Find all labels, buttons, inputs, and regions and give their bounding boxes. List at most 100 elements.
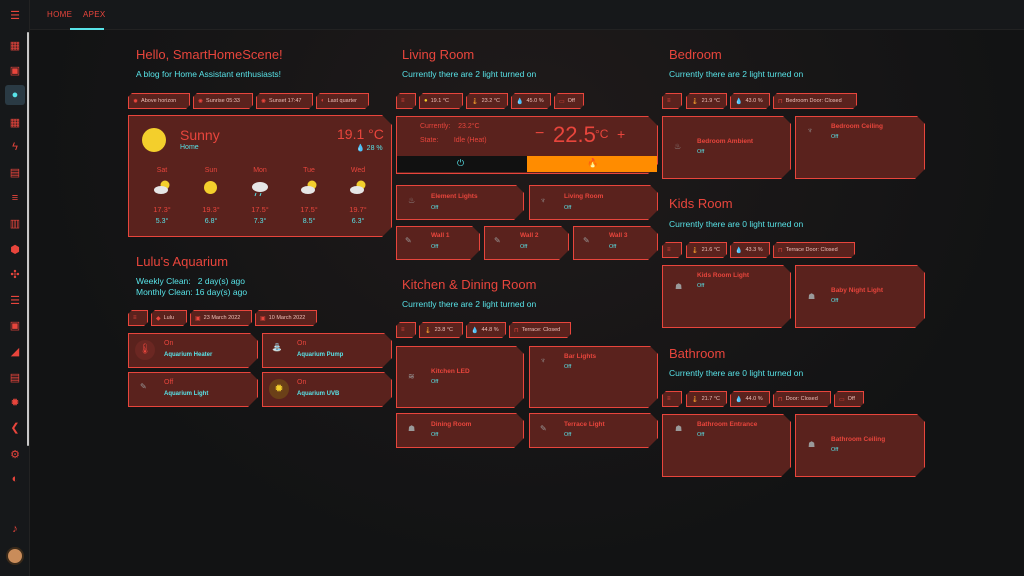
- bell-icon[interactable]: ♪: [12, 523, 18, 535]
- chip-menu[interactable]: ≡: [662, 93, 682, 109]
- fire-icon: 🔥: [587, 158, 599, 168]
- tile-state: Off: [431, 432, 439, 438]
- weather-card[interactable]: [128, 115, 392, 237]
- dashboard-icon[interactable]: ▦: [9, 39, 21, 52]
- mushroom-icon[interactable]: ●: [5, 85, 25, 105]
- light-tile[interactable]: [529, 346, 658, 408]
- id-card-icon[interactable]: ▤: [9, 166, 21, 179]
- aquarium-pump-tile[interactable]: [262, 333, 392, 368]
- chip-menu[interactable]: ≡: [662, 391, 682, 407]
- kitchen-subtitle: Currently there are 2 light turned on: [402, 299, 537, 309]
- living-title: Living Room: [402, 47, 475, 62]
- server-icon[interactable]: ☰: [10, 294, 20, 307]
- chip-fan[interactable]: ▭Off: [834, 391, 864, 407]
- forecast-low: 6.8°: [204, 218, 218, 225]
- chart-icon[interactable]: ▥: [9, 217, 21, 230]
- aquarium-light-tile[interactable]: [128, 372, 258, 407]
- light-tile[interactable]: [484, 226, 569, 260]
- chip-door[interactable]: ⊓Bedroom Door: Closed: [773, 93, 857, 109]
- chip-temperature[interactable]: 🌡21.9 °C: [686, 93, 727, 109]
- tab-home[interactable]: HOME: [47, 10, 73, 19]
- chip-humidity[interactable]: 💧44.8 %: [466, 322, 506, 338]
- monitor-icon[interactable]: ▣: [9, 64, 21, 77]
- sunrise-icon: ✺: [198, 98, 204, 105]
- chip-date[interactable]: ▣10 March 2022: [255, 310, 317, 326]
- light-tile[interactable]: [662, 116, 791, 179]
- kitchen-title: Kitchen & Dining Room: [402, 277, 537, 292]
- energy-icon[interactable]: ϟ: [12, 141, 18, 153]
- setpoint-decrease-button[interactable]: −: [535, 125, 545, 142]
- tile-state: Off: [697, 432, 705, 438]
- chip-temperature[interactable]: 🌡23.2 °C: [466, 93, 508, 109]
- calendar-icon: ▣: [195, 315, 201, 322]
- thermostat-state: State: Idle (Heat): [420, 137, 487, 144]
- chip-fish[interactable]: ◆Lulu: [151, 310, 187, 326]
- chip-humidity[interactable]: 💧45.0 %: [511, 93, 551, 109]
- setpoint-increase-button[interactable]: +: [617, 126, 626, 142]
- menu-icon: ≡: [401, 327, 405, 333]
- chip-date[interactable]: ▣23 March 2022: [190, 310, 252, 326]
- forecast-low: 5.3°: [155, 218, 169, 225]
- tile-name: Wall 3: [609, 232, 628, 239]
- light-tile[interactable]: [662, 265, 791, 328]
- chip-menu[interactable]: ≡: [396, 93, 416, 109]
- light-tile[interactable]: [529, 185, 658, 220]
- settings-icon[interactable]: ✹: [10, 396, 20, 409]
- chip-door[interactable]: ⊓Terrace Door: Closed: [773, 242, 855, 258]
- compass-icon[interactable]: ◐: [11, 473, 19, 485]
- chip-door[interactable]: ⊓Door: Closed: [773, 391, 831, 407]
- chip-menu[interactable]: ≡: [662, 242, 682, 258]
- light-tile[interactable]: [529, 413, 658, 448]
- light-tile[interactable]: [396, 185, 524, 220]
- avatar[interactable]: [6, 547, 24, 565]
- gear-icon[interactable]: ⚙: [10, 448, 20, 461]
- tile-state: Off: [564, 205, 572, 211]
- chip-temperature[interactable]: 🌡23.8 °C: [419, 322, 463, 338]
- chip-sunrise[interactable]: ✺Sunrise 05:33: [193, 93, 253, 109]
- grid-icon[interactable]: ▦: [9, 116, 21, 129]
- chip-door[interactable]: ⊓Terrace: Closed: [509, 322, 571, 338]
- chip-menu[interactable]: ≡: [128, 310, 148, 326]
- sidebar-scrollbar[interactable]: [27, 32, 29, 446]
- chip-humidity[interactable]: 💧44.0 %: [730, 391, 770, 407]
- analytics-icon[interactable]: ◢: [10, 345, 20, 358]
- light-tile[interactable]: [573, 226, 658, 260]
- light-tile[interactable]: [396, 226, 480, 260]
- tile-state: Off: [520, 244, 528, 250]
- network-icon[interactable]: ✣: [10, 268, 20, 281]
- weather-condition: Sunny: [180, 127, 220, 143]
- light-tile[interactable]: [396, 346, 524, 408]
- heat-mode-button[interactable]: 🔥: [527, 156, 657, 172]
- menu-icon: ≡: [133, 315, 137, 321]
- power-icon: ⏻: [457, 158, 465, 168]
- weekly-clean: Weekly Clean: 2 day(s) ago: [136, 276, 245, 286]
- tab-apex[interactable]: APEX: [83, 10, 106, 19]
- shield-icon[interactable]: ⬢: [10, 243, 20, 256]
- chip-moon[interactable]: ◐Last quarter: [316, 93, 369, 109]
- pump-icon: ⛲: [272, 343, 282, 352]
- light-tile[interactable]: [795, 414, 925, 477]
- cloud-icon[interactable]: ▤: [9, 371, 21, 384]
- list-icon[interactable]: ≡: [11, 192, 19, 204]
- menu-icon[interactable]: ☰: [10, 9, 20, 22]
- chip-temperature[interactable]: ●19.1 °C: [419, 93, 463, 109]
- power-off-button[interactable]: ⏻: [397, 156, 527, 172]
- calendar-icon[interactable]: ▣: [9, 319, 21, 332]
- tile-name: Wall 2: [520, 232, 539, 239]
- partly-cloudy-icon: [154, 180, 170, 194]
- light-tile[interactable]: [795, 116, 925, 179]
- chip-temperature[interactable]: 🌡21.7 °C: [686, 391, 727, 407]
- light-tile[interactable]: [662, 414, 791, 477]
- chip-menu[interactable]: ≡: [396, 322, 416, 338]
- bedroom-title: Bedroom: [669, 47, 722, 62]
- light-tile[interactable]: [396, 413, 524, 448]
- chip-humidity[interactable]: 💧43.0 %: [730, 93, 770, 109]
- tile-name: Aquarium UVB: [297, 391, 340, 397]
- vscode-icon[interactable]: ❮: [10, 421, 20, 434]
- chip-temperature[interactable]: 🌡21.6 °C: [686, 242, 727, 258]
- chip-sunset[interactable]: ✺Sunset 17:47: [256, 93, 313, 109]
- light-tile[interactable]: [795, 265, 925, 328]
- chip-sun-state[interactable]: ✹Above horizon: [128, 93, 190, 109]
- chip-tv[interactable]: ▭Off: [554, 93, 584, 109]
- chip-humidity[interactable]: 💧43.3 %: [730, 242, 770, 258]
